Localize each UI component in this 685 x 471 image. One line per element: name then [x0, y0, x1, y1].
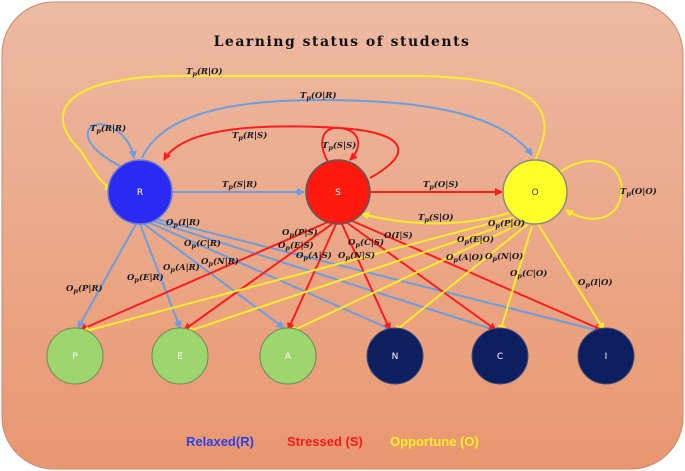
label-o-io: Op(I|O) — [578, 277, 612, 289]
edge-ns — [341, 223, 391, 331]
label-o-es: Op(E|S) — [278, 240, 314, 252]
observation-labels: Op(I|R) Op(C|R) Op(A|R) Op(N|R) Op(E|R) … — [66, 217, 612, 295]
label-o-eo: Op(E|O) — [457, 234, 494, 246]
outcome-circle-i — [577, 327, 635, 385]
outcome-label-i: I — [605, 352, 608, 362]
edge-ar — [143, 223, 285, 329]
edge-ps — [79, 221, 329, 331]
outcome-circle-c — [471, 327, 529, 385]
outcome-node-p: P — [46, 327, 104, 385]
state-circle-r — [107, 159, 173, 225]
edge-co — [498, 225, 533, 333]
outcome-node-i: I — [577, 327, 635, 385]
edge-er — [139, 223, 182, 329]
label-o-ps: Op(P|S) — [282, 227, 318, 239]
edge-ao — [289, 221, 525, 333]
state-circle-o — [502, 159, 568, 225]
outcome-circle-n — [366, 327, 424, 385]
label-o-ao: Op(A|O) — [446, 252, 483, 264]
state-circle-s — [305, 159, 371, 225]
edge-or — [141, 98, 533, 159]
edge-nr — [147, 221, 393, 331]
outcome-label-n: N — [392, 352, 399, 362]
label-o-ns: Op(N|S) — [338, 250, 375, 262]
label-o-cs: Op(C|S) — [348, 237, 384, 249]
outcome-label-p: P — [72, 352, 78, 362]
label-t-or: Tp(O|R) — [300, 90, 336, 102]
outcome-circle-p — [46, 327, 104, 385]
transition-labels: Tp(R|O) Tp(O|R) Tp(R|R) Tp(R|S) Tp(S|S) … — [90, 66, 657, 224]
state-node-r: R — [107, 159, 173, 225]
state-node-o: O — [502, 159, 568, 225]
label-t-rs: Tp(R|S) — [232, 130, 267, 142]
label-t-ro: Tp(R|O) — [186, 66, 222, 78]
outcome-circle-a — [259, 327, 317, 385]
edge-ss — [321, 126, 360, 163]
label-t-oo: Tp(O|O) — [620, 186, 657, 198]
edge-rr — [86, 123, 137, 167]
edge-pr — [77, 223, 137, 329]
edge-oo — [559, 160, 623, 220]
state-label-s: S — [335, 188, 341, 198]
label-t-so: Tp(S|O) — [418, 212, 454, 224]
edge-as — [287, 223, 337, 331]
outcome-label-e: E — [177, 352, 183, 362]
edge-so — [361, 211, 513, 225]
label-t-rr: Tp(R|R) — [90, 123, 126, 135]
label-o-as: Op(A|S) — [296, 250, 332, 262]
edge-eo — [185, 219, 521, 334]
label-o-pr: Op(P|R) — [66, 283, 103, 295]
diagram-title: Learning status of students — [214, 34, 471, 50]
legend-stressed: Stressed (S) — [287, 434, 363, 449]
label-t-os: Tp(O|S) — [423, 179, 459, 191]
edge-po — [81, 215, 519, 335]
outcome-node-c: C — [471, 327, 529, 385]
observation-edges — [77, 215, 605, 335]
edge-cs — [345, 221, 497, 331]
outcome-node-n: N — [366, 327, 424, 385]
legend: Relaxed(R) Stressed (S) Opportune (O) — [186, 434, 479, 449]
outcome-node-a: A — [259, 327, 317, 385]
edge-cr — [149, 219, 499, 333]
label-o-er: Op(E|R) — [127, 272, 164, 284]
label-o-cr: Op(C|R) — [184, 238, 221, 250]
state-node-s: S — [305, 159, 371, 225]
label-o-nr: Op(N|R) — [201, 256, 239, 268]
label-t-ss: Tp(S|S) — [322, 140, 356, 152]
label-o-po: Op(P|O) — [488, 218, 525, 230]
label-o-co: Op(C|O) — [510, 268, 547, 280]
outcome-node-e: E — [151, 327, 209, 385]
label-o-ir: Op(I|R) — [166, 217, 200, 229]
legend-relaxed: Relaxed(R) — [186, 434, 254, 449]
edge-no — [393, 223, 529, 333]
label-o-ar: Op(A|R) — [163, 262, 200, 274]
label-o-is: O(I|S) — [384, 230, 413, 241]
state-label-r: R — [137, 188, 143, 198]
transition-edges — [61, 75, 623, 225]
label-t-sr: Tp(S|R) — [222, 179, 257, 191]
outcome-circle-e — [151, 327, 209, 385]
outcome-label-a: A — [285, 352, 292, 362]
edge-is — [349, 219, 603, 331]
edge-io — [537, 223, 605, 331]
label-o-no: Op(N|O) — [485, 251, 523, 263]
legend-opportune: Opportune (O) — [390, 434, 479, 449]
outcome-label-c: C — [497, 352, 503, 362]
edge-es — [183, 223, 333, 331]
edge-ir — [151, 217, 605, 335]
state-label-o: O — [531, 188, 538, 198]
edge-ro — [61, 75, 546, 191]
